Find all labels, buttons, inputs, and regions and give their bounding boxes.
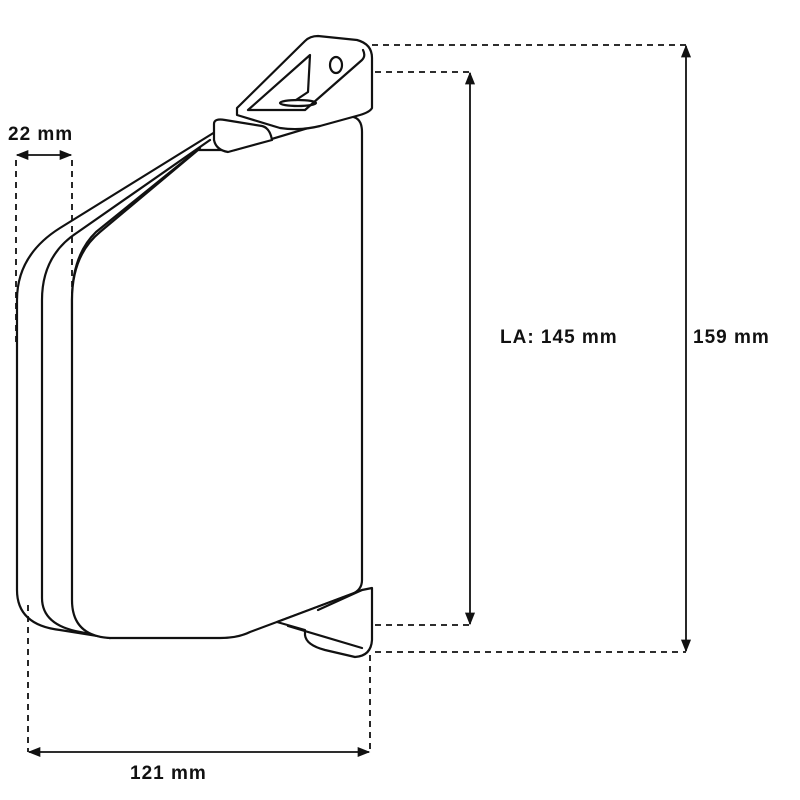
- bottom-bracket: [275, 586, 374, 659]
- housing-outer-shell: [15, 130, 217, 640]
- depth-dimension-label: 22 mm: [8, 124, 74, 145]
- width-dimension-label: 121 mm: [130, 763, 207, 784]
- hole-distance-label: LA: 145 mm: [500, 327, 618, 348]
- housing-middle-shell: [40, 138, 212, 640]
- housing-front-face: [70, 115, 364, 640]
- height-dimension-label: 159 mm: [693, 327, 770, 348]
- top-bracket: [235, 34, 374, 131]
- top-clip: [212, 118, 274, 154]
